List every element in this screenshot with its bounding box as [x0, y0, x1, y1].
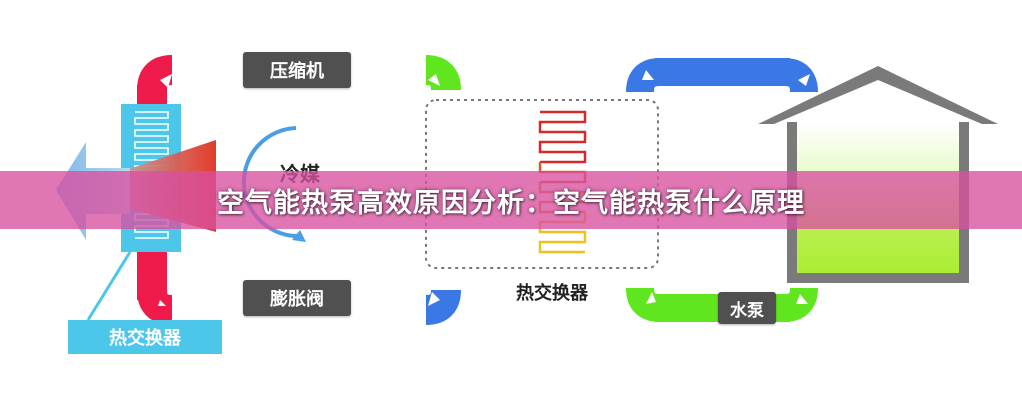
title-banner: 空气能热泵高效原因分析：空气能热泵什么原理 — [0, 171, 1022, 229]
flow-arrow-icon — [158, 74, 440, 306]
outdoor-heat-exchanger-label-text: 热交换器 — [109, 328, 181, 349]
outdoor-heat-exchanger-label: 热交换器 — [68, 320, 222, 354]
water-pump-label-text: 水泵 — [730, 300, 764, 321]
compressor-label-text: 压缩机 — [270, 61, 324, 82]
center-heat-exchanger-label: 热交换器 — [516, 283, 588, 304]
expansion-valve-label-text: 膨胀阀 — [270, 289, 324, 310]
page-title: 空气能热泵高效原因分析：空气能热泵什么原理 — [217, 187, 805, 219]
water-pump-label: 水泵 — [718, 292, 776, 324]
compressor-label: 压缩机 — [243, 52, 351, 88]
callout-line — [86, 251, 132, 321]
flow-arrow-icon — [642, 70, 810, 304]
expansion-valve-label: 膨胀阀 — [243, 280, 351, 316]
